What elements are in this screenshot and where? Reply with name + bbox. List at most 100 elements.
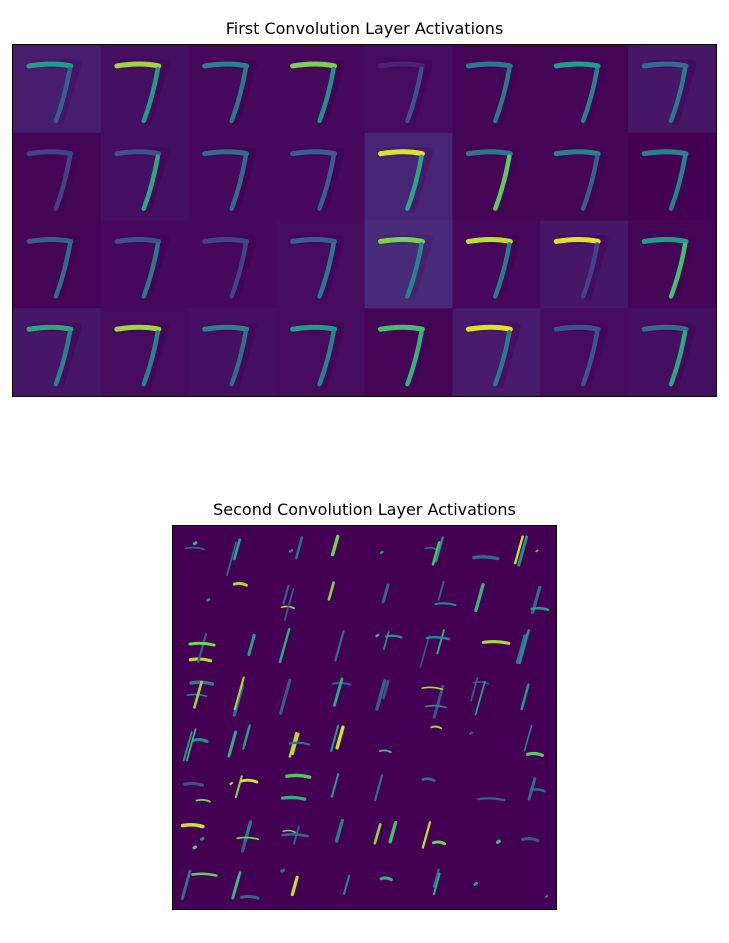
activation-stroke	[424, 546, 438, 551]
activation-stroke	[375, 633, 380, 638]
activation-map-26	[232, 676, 245, 717]
activation-stroke	[523, 724, 533, 752]
activation-stroke	[280, 868, 285, 873]
activation-stroke	[474, 583, 485, 613]
activation-map-51	[281, 825, 309, 845]
activation-stroke	[294, 536, 304, 560]
activation-map-23	[481, 640, 511, 645]
activation-stroke	[247, 633, 256, 656]
activation-stroke	[141, 329, 161, 387]
second-layer-title: Second Convolution Layer Activations	[213, 500, 516, 519]
activation-stroke	[421, 821, 432, 849]
second-layer-activation-grid	[172, 525, 557, 910]
activation-map-30	[452, 308, 541, 396]
activation-stroke	[405, 154, 424, 211]
activation-stroke	[188, 641, 216, 647]
activation-stroke	[419, 635, 430, 668]
activation-top-bar	[114, 236, 162, 244]
first-layer-title: First Convolution Layer Activations	[225, 19, 504, 38]
activation-stroke	[317, 242, 336, 299]
activation-map-38	[430, 725, 443, 730]
activation-map-14	[452, 132, 541, 221]
activation-stroke	[233, 676, 245, 711]
activation-map-42	[229, 775, 259, 799]
activation-map-3	[288, 536, 304, 560]
activation-map-31	[540, 308, 629, 396]
activation-top-bar	[26, 236, 74, 244]
activation-stroke	[282, 584, 290, 605]
activation-map-54	[421, 821, 447, 849]
activation-stroke	[520, 683, 530, 711]
activation-stroke	[405, 66, 424, 124]
activation-map-22	[452, 220, 541, 309]
activation-stroke	[229, 329, 248, 387]
activation-stroke	[425, 635, 451, 641]
activation-stroke	[472, 681, 490, 685]
activation-stroke	[182, 731, 193, 762]
activation-stroke	[379, 550, 384, 555]
first-layer-activation-grid	[12, 44, 717, 397]
activation-top-bar	[290, 236, 338, 244]
activation-map-21	[375, 631, 403, 651]
activation-stroke	[373, 823, 382, 845]
activation-stroke	[375, 679, 387, 711]
activation-stroke	[514, 535, 524, 565]
activation-map-27	[188, 308, 278, 396]
activation-stroke	[243, 726, 251, 747]
activation-stroke	[182, 781, 204, 787]
activation-stroke	[436, 629, 445, 655]
activation-map-60	[342, 874, 351, 895]
activation-top-bar	[465, 324, 513, 332]
activation-map-64	[544, 895, 549, 898]
activation-stroke	[425, 704, 447, 709]
activation-map-6	[452, 45, 541, 134]
activation-stroke	[430, 725, 443, 730]
activation-top-bar	[553, 236, 601, 244]
activation-stroke	[580, 242, 600, 299]
activation-top-bar	[202, 149, 250, 157]
activation-stroke	[141, 242, 161, 299]
activation-top-bar	[641, 324, 689, 332]
activation-map-22	[419, 629, 451, 668]
activation-map-45	[374, 774, 384, 802]
activation-stroke	[229, 781, 234, 786]
activation-top-bar	[465, 61, 513, 69]
activation-map-47	[477, 797, 506, 802]
activation-stroke	[330, 534, 340, 557]
activation-top-bar	[202, 324, 250, 332]
activation-top-bar	[377, 324, 425, 332]
activation-stroke	[378, 749, 392, 754]
activation-map-20	[334, 630, 345, 662]
activation-map-11	[188, 132, 278, 221]
activation-stroke	[335, 725, 345, 750]
activation-map-35	[288, 731, 311, 758]
activation-stroke	[334, 818, 345, 843]
activation-stroke	[668, 242, 688, 299]
activation-stroke	[53, 329, 73, 387]
activation-map-31	[470, 677, 490, 716]
activation-map-2	[100, 45, 190, 134]
activation-stroke	[518, 629, 530, 664]
activation-stroke	[382, 679, 390, 700]
activation-top-bar	[553, 324, 601, 332]
activation-top-bar	[114, 149, 162, 157]
activation-map-25	[13, 308, 102, 396]
activation-top-bar	[290, 324, 338, 332]
activation-stroke	[474, 680, 486, 716]
activation-top-bar	[377, 149, 425, 157]
activation-stroke	[493, 329, 512, 387]
activation-stroke	[544, 895, 549, 898]
activation-stroke	[521, 837, 540, 843]
activation-stroke	[431, 840, 447, 846]
activation-stroke	[330, 724, 340, 752]
activation-map-2	[226, 538, 242, 577]
activation-stroke	[288, 741, 311, 746]
activation-map-24	[628, 220, 716, 309]
activation-stroke	[405, 242, 424, 299]
activation-stroke	[279, 678, 292, 715]
activation-stroke	[580, 154, 600, 211]
activation-stroke	[53, 242, 73, 299]
activation-map-6	[424, 536, 444, 566]
activation-map-30	[421, 684, 447, 719]
activation-top-bar	[290, 61, 338, 69]
